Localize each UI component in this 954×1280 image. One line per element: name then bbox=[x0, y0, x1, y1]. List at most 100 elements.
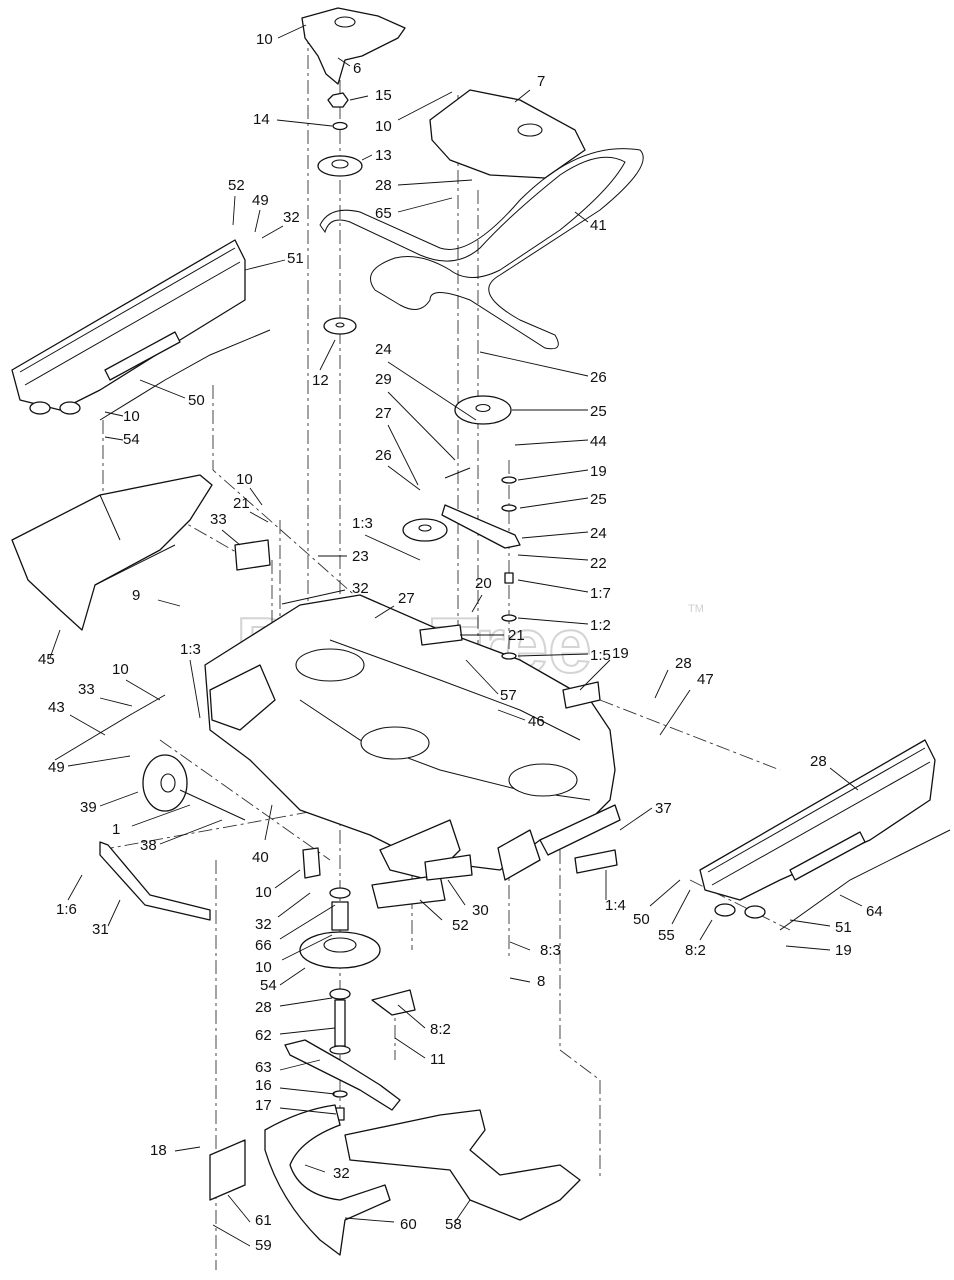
callout-leader bbox=[654, 669, 669, 699]
callout-leader bbox=[281, 589, 346, 605]
callout-label: 19 bbox=[612, 645, 629, 662]
callout-leader bbox=[279, 997, 333, 1007]
callout-leader bbox=[104, 411, 124, 417]
callout-leader bbox=[277, 24, 307, 39]
callout-leader bbox=[319, 339, 336, 371]
callout-leader bbox=[387, 424, 419, 486]
callout-leader bbox=[397, 179, 473, 186]
callout-label: 32 bbox=[333, 1165, 350, 1182]
callout-label: 24 bbox=[375, 341, 392, 358]
callout-label: 33 bbox=[210, 511, 227, 528]
callout-label: 28 bbox=[675, 655, 692, 672]
callout-label: 14 bbox=[253, 111, 270, 128]
callout-leader bbox=[274, 869, 301, 889]
callout-leader bbox=[509, 977, 531, 983]
callout-leader bbox=[649, 879, 681, 907]
callout-label: 24 bbox=[590, 525, 607, 542]
callout-label: 1:7 bbox=[590, 585, 611, 602]
callout-label: 32 bbox=[352, 580, 369, 597]
part-7-logo bbox=[517, 123, 543, 137]
callout-leader bbox=[839, 894, 863, 907]
watermark-trademark: TM bbox=[688, 603, 704, 615]
idler-assembly bbox=[402, 395, 521, 660]
part-64-decal bbox=[574, 849, 618, 874]
callout-label: 27 bbox=[398, 590, 415, 607]
callout-leader bbox=[419, 899, 443, 921]
callout-leader bbox=[514, 89, 531, 103]
callout-leader bbox=[157, 599, 181, 607]
callout-leader bbox=[517, 469, 589, 481]
deck-opening-center bbox=[360, 726, 430, 760]
callout-leader bbox=[471, 594, 483, 613]
callout-leader bbox=[619, 807, 653, 831]
callout-label: 32 bbox=[255, 916, 272, 933]
top-hardware bbox=[317, 92, 363, 335]
callout-leader bbox=[99, 697, 133, 707]
callout-leader bbox=[479, 351, 589, 377]
part-8-spindle bbox=[299, 887, 381, 1055]
deck-opening-right bbox=[508, 763, 578, 797]
callout-label: 32 bbox=[283, 209, 300, 226]
callout-leader bbox=[671, 889, 691, 925]
callout-leader bbox=[221, 529, 241, 546]
callout-leader bbox=[67, 755, 131, 767]
callout-label: 25 bbox=[590, 403, 607, 420]
callout-label: 37 bbox=[655, 800, 672, 817]
callout-label: 54 bbox=[123, 431, 140, 448]
callout-leader bbox=[519, 497, 589, 509]
callout-leader bbox=[254, 209, 261, 233]
callout-label: 30 bbox=[472, 902, 489, 919]
callout-label: 61 bbox=[255, 1212, 272, 1229]
callout-leader bbox=[227, 1194, 251, 1223]
callout-label: 10 bbox=[255, 959, 272, 976]
part-50-right-rod bbox=[779, 829, 951, 931]
callout-leader bbox=[279, 1027, 336, 1035]
callout-leader bbox=[387, 465, 421, 491]
part-45-discharge-chute bbox=[11, 474, 213, 631]
callout-label: 47 bbox=[697, 671, 714, 688]
callout-leader bbox=[139, 379, 186, 399]
part-30-decal bbox=[302, 847, 321, 879]
callout-leader bbox=[454, 1199, 471, 1223]
part-1-3-decal bbox=[234, 539, 271, 571]
callout-label: 64 bbox=[866, 903, 883, 920]
callout-label: 40 bbox=[252, 849, 269, 866]
callout-label: 15 bbox=[375, 87, 392, 104]
callout-leader bbox=[374, 605, 395, 619]
callout-label: 39 bbox=[80, 799, 97, 816]
callout-label: 49 bbox=[48, 759, 65, 776]
callout-label: 66 bbox=[255, 937, 272, 954]
callout-label: 21 bbox=[233, 495, 250, 512]
callout-label: 7 bbox=[537, 73, 545, 90]
part-7-belt-cover bbox=[429, 89, 586, 179]
part-1-5-decal bbox=[419, 624, 463, 646]
callout-leader bbox=[49, 629, 61, 659]
callout-leader bbox=[517, 579, 589, 593]
callout-label: 43 bbox=[48, 699, 65, 716]
callout-leader bbox=[514, 439, 589, 446]
callout-label: 20 bbox=[475, 575, 492, 592]
callout-leader bbox=[212, 1224, 251, 1247]
callout-label: 51 bbox=[835, 919, 852, 936]
callout-label: 52 bbox=[228, 177, 245, 194]
callout-label: 26 bbox=[375, 447, 392, 464]
callout-leader bbox=[281, 934, 333, 961]
callout-label: 52 bbox=[452, 917, 469, 934]
part-41-belt bbox=[319, 148, 644, 350]
part-1-3-decal-right bbox=[562, 681, 601, 709]
callout-leader bbox=[279, 904, 336, 940]
callout-leader bbox=[465, 659, 499, 695]
callout-label: 12 bbox=[312, 372, 329, 389]
part-46-rod bbox=[54, 694, 166, 761]
callout-label: 10 bbox=[256, 31, 273, 48]
callout-leader bbox=[264, 804, 273, 841]
callout-leader bbox=[397, 1004, 426, 1029]
callout-leader bbox=[497, 709, 526, 721]
callout-leader bbox=[397, 91, 453, 121]
callout-leader bbox=[279, 1059, 321, 1071]
callout-leader bbox=[517, 554, 589, 561]
callout-leader bbox=[387, 361, 477, 421]
callout-label: 8:2 bbox=[430, 1021, 451, 1038]
